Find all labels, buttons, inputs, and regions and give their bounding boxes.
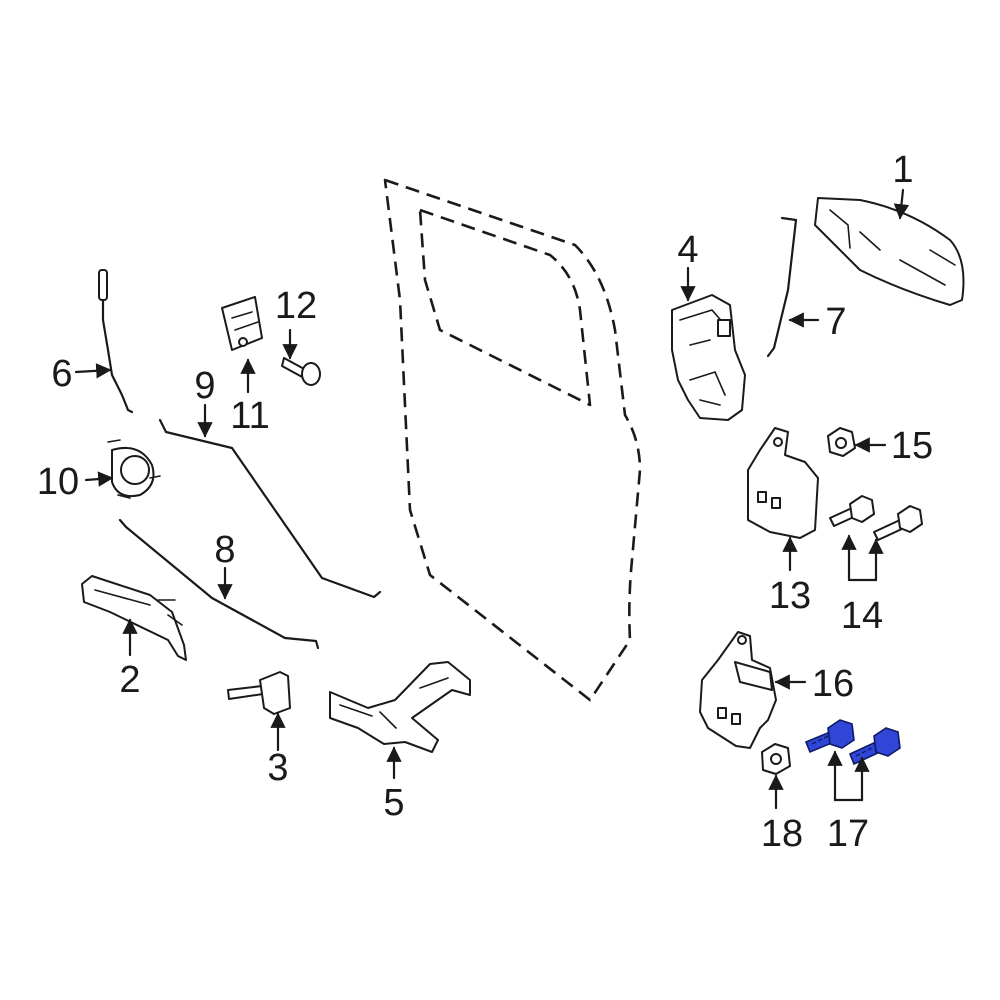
part-11-striker <box>221 296 263 351</box>
callout-7: 7 <box>825 301 846 343</box>
callout-1: 1 <box>892 149 913 191</box>
part-9-rod <box>158 418 382 599</box>
callout-10: 10 <box>37 461 79 503</box>
part-4-latch <box>671 294 746 421</box>
callout-15: 15 <box>891 425 933 467</box>
part-10-clip <box>107 439 161 499</box>
leader-arrows <box>74 188 910 810</box>
callout-13: 13 <box>769 575 811 617</box>
callout-2: 2 <box>119 659 140 701</box>
callout-4: 4 <box>677 229 698 271</box>
part-16-hinge <box>699 631 777 749</box>
part-1-outside-handle <box>814 197 965 306</box>
part-15-nut <box>827 427 856 457</box>
part-8-rod <box>118 518 320 650</box>
callout-8: 8 <box>214 529 235 571</box>
callout-5: 5 <box>383 782 404 824</box>
part-17-bolts-highlighted <box>804 719 901 766</box>
callout-14: 14 <box>841 595 883 637</box>
part-3-bumper <box>227 671 291 715</box>
callout-11: 11 <box>230 395 269 437</box>
part-5-bracket <box>329 661 471 753</box>
callout-6: 6 <box>51 353 72 395</box>
part-13-hinge-bracket <box>747 427 819 539</box>
part-7-rod <box>766 216 798 358</box>
part-2-inside-handle <box>81 575 187 661</box>
callout-17: 17 <box>827 813 869 855</box>
callout-labels: 1 2 3 4 5 6 7 8 9 10 11 12 13 14 15 16 1… <box>37 149 933 855</box>
door-outline <box>383 178 642 702</box>
callout-18: 18 <box>761 813 803 855</box>
part-18-nut <box>761 743 791 775</box>
callout-9: 9 <box>194 365 215 407</box>
callout-12: 12 <box>275 285 317 327</box>
callout-16: 16 <box>812 663 854 705</box>
part-6-rod <box>98 269 134 414</box>
part-14-bolts <box>829 495 923 541</box>
callout-3: 3 <box>267 747 288 789</box>
part-12-pin <box>281 357 321 386</box>
